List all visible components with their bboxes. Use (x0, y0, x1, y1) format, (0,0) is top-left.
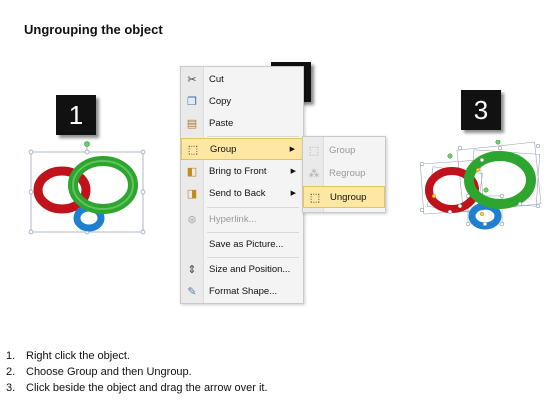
group-icon: ⬚ (187, 144, 199, 156)
menu-separator (207, 207, 299, 208)
hyperlink-icon: ⊛ (187, 214, 197, 226)
group-icon: ⬚ (308, 145, 320, 157)
menu-gutter (181, 67, 204, 303)
paste-icon: ▤ (186, 118, 198, 130)
bring-to-front-icon: ◧ (186, 166, 198, 178)
context-menu: ✂ Cut ❐ Copy ▤ Paste ⬚ Group ▶ ◧ Bring t… (180, 66, 304, 304)
instruction-item: 3.Click beside the object and drag the a… (6, 382, 268, 394)
menu-item-format-shape[interactable]: ✎ Format Shape... (181, 281, 303, 303)
copy-icon: ❐ (187, 96, 197, 108)
menu-item-hyperlink[interactable]: ⊛ Hyperlink... (181, 209, 303, 231)
submenu-arrow-icon: ▶ (289, 146, 295, 153)
submenu-item-ungroup[interactable]: ⬚ Ungroup (303, 186, 385, 208)
submenu-arrow-icon: ▶ (290, 190, 296, 197)
menu-item-copy[interactable]: ❐ Copy (181, 91, 303, 113)
submenu-arrow-icon: ▶ (290, 168, 296, 175)
submenu-item-regroup[interactable]: ⁂ Regroup (308, 168, 366, 180)
menu-item-paste[interactable]: ▤ Paste (186, 118, 234, 130)
menu-item-bring-to-front[interactable]: ◧ Bring to Front ▶ (181, 161, 303, 183)
step-1-badge: 1 (56, 95, 96, 135)
instruction-item: 2.Choose Group and then Ungroup. (6, 366, 192, 378)
page-title: Ungrouping the object (24, 22, 163, 37)
menu-separator (207, 232, 299, 233)
ungroup-icon: ⬚ (309, 192, 321, 204)
step-3-badge: 3 (461, 90, 501, 130)
regroup-icon: ⁂ (308, 168, 320, 180)
group-submenu: ⬚ Group ⁂ Regroup ⬚ Ungroup (302, 136, 386, 213)
menu-item-size-and-position[interactable]: ⇕ Size and Position... (181, 259, 303, 281)
menu-item-group[interactable]: ⬚ Group ▶ (181, 138, 303, 160)
menu-separator (207, 257, 299, 258)
instructions-list: 1.Right click the object. 2.Choose Group… (6, 348, 268, 396)
format-shape-icon: ✎ (187, 286, 197, 298)
instruction-item: 1.Right click the object. (6, 350, 130, 362)
submenu-item-group[interactable]: ⬚ Group (308, 145, 356, 157)
send-to-back-icon: ◨ (186, 188, 198, 200)
menu-item-cut[interactable]: ✂ Cut (181, 69, 303, 91)
ungrouped-rings-object[interactable] (420, 140, 545, 240)
menu-item-save-as-picture[interactable]: Save as Picture... (209, 239, 284, 250)
size-position-icon: ⇕ (187, 264, 197, 276)
menu-item-send-to-back[interactable]: ◨ Send to Back ▶ (181, 183, 303, 205)
scissors-icon: ✂ (187, 74, 197, 86)
grouped-rings-object[interactable] (28, 140, 148, 240)
menu-separator (207, 136, 299, 137)
